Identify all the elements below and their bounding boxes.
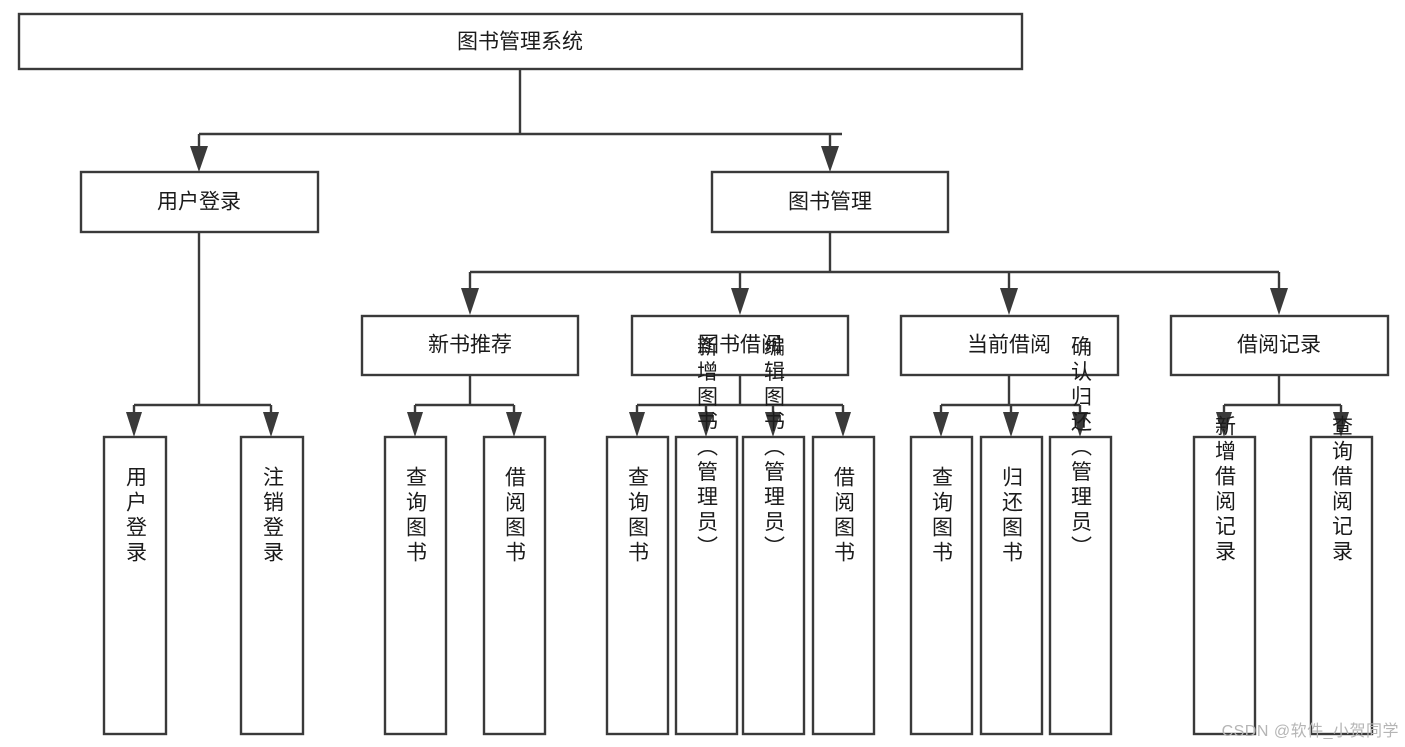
node-borrow-record[interactable]: 借阅记录	[1169, 314, 1390, 377]
leaf-node[interactable]: 新增图书（管理员）	[674, 336, 739, 736]
leaf-box-new-book-1[interactable]	[482, 435, 547, 736]
node-book-borrow-label: 图书借阅	[698, 334, 782, 357]
arrow-head-leaf-borrow-record-1	[1333, 412, 1349, 437]
arrow-head-leaf-book-borrow-1	[698, 412, 714, 437]
arrow-head-leaf-current-borrow-2	[1072, 412, 1088, 437]
connector-group-current-borrow	[933, 375, 1088, 437]
connector-group-new-book-recommend	[407, 375, 522, 437]
node-user-login[interactable]: 用户登录	[79, 170, 320, 234]
leaf-box-user-login-1[interactable]	[239, 435, 305, 736]
arrow-head-user-login	[190, 146, 208, 172]
node-book-manage[interactable]: 图书管理	[710, 170, 950, 234]
arrow-head-leaf-borrow-record-0	[1216, 412, 1232, 437]
node-current-borrow[interactable]: 当前借阅	[899, 314, 1120, 377]
arrow-head-book-borrow	[731, 288, 749, 315]
leaf-box-current-borrow-2[interactable]	[1048, 435, 1113, 736]
leaf-node[interactable]: 查询图书	[605, 435, 670, 736]
node-user-login-box[interactable]	[79, 170, 320, 234]
leaf-node[interactable]: 确认归还（管理员）	[1048, 336, 1113, 736]
arrow-head-leaf-user-login-0	[126, 412, 142, 437]
leaf-label-current-borrow-1: 归还图书	[1000, 466, 1024, 566]
node-user-login-label: 用户登录	[157, 191, 241, 214]
leaf-node[interactable]: 查询图书	[383, 435, 448, 736]
leaf-box-borrow-record-0[interactable]	[1192, 435, 1257, 736]
leaf-label-book-borrow-1: 新增图书（管理员）	[695, 336, 719, 561]
node-book-manage-label: 图书管理	[788, 191, 872, 214]
arrow-head-leaf-current-borrow-0	[933, 412, 949, 437]
leaf-label-book-borrow-3: 借阅图书	[832, 466, 856, 566]
leaf-node[interactable]: 编辑图书（管理员）	[741, 336, 806, 736]
leaf-label-user-login-0: 用户登录	[124, 466, 148, 566]
arrow-head-leaf-book-borrow-3	[835, 412, 851, 437]
leaf-box-current-borrow-0[interactable]	[909, 435, 974, 736]
arrow-head-leaf-book-borrow-2	[765, 412, 781, 437]
arrow-head-leaf-new-book-0	[407, 412, 423, 437]
node-book-borrow[interactable]: 图书借阅	[630, 314, 850, 377]
leaf-node[interactable]: 查询借阅记录	[1309, 415, 1374, 736]
arrow-head-current-borrow	[1000, 288, 1018, 315]
leaf-node[interactable]: 借阅图书	[811, 435, 876, 736]
leaf-label-new-book-0: 查询图书	[404, 466, 428, 566]
arrow-head-new-book-recommend	[461, 288, 479, 315]
node-book-borrow-box[interactable]	[630, 314, 850, 377]
arrow-head-leaf-user-login-1	[263, 412, 279, 437]
arrow-head-leaf-current-borrow-1	[1003, 412, 1019, 437]
node-current-borrow-label: 当前借阅	[967, 334, 1051, 357]
node-root[interactable]: 图书管理系统	[17, 12, 1024, 71]
leaf-box-book-borrow-3[interactable]	[811, 435, 876, 736]
connector-group-user-login	[126, 232, 279, 437]
node-borrow-record-label: 借阅记录	[1237, 334, 1321, 357]
leaf-label-current-borrow-0: 查询图书	[930, 466, 954, 566]
leaf-label-user-login-1: 注销登录	[261, 466, 285, 566]
leaf-label-current-borrow-2: 确认归还（管理员）	[1069, 336, 1093, 561]
leaf-box-new-book-0[interactable]	[383, 435, 448, 736]
leaf-node[interactable]: 借阅图书	[482, 435, 547, 736]
node-borrow-record-box[interactable]	[1169, 314, 1390, 377]
arrow-head-book-manage	[821, 146, 839, 172]
leaf-label-book-borrow-0: 查询图书	[626, 466, 650, 566]
connector-group-book-manage	[461, 232, 1288, 315]
leaf-box-current-borrow-1[interactable]	[979, 435, 1044, 736]
leaf-label-borrow-record-0: 新增借阅记录	[1213, 415, 1237, 565]
node-new-book-recommend-label: 新书推荐	[428, 334, 512, 357]
leaf-label-borrow-record-1: 查询借阅记录	[1330, 415, 1354, 565]
node-new-book-recommend[interactable]: 新书推荐	[360, 314, 580, 377]
leaf-label-new-book-1: 借阅图书	[503, 466, 527, 566]
leaf-node[interactable]: 新增借阅记录	[1192, 415, 1257, 736]
leaf-node[interactable]: 归还图书	[979, 435, 1044, 736]
leaf-node[interactable]: 查询图书	[909, 435, 974, 736]
node-new-book-recommend-box[interactable]	[360, 314, 580, 377]
connector-group-borrow-record	[1216, 375, 1349, 437]
arrow-head-leaf-book-borrow-0	[629, 412, 645, 437]
leaf-box-borrow-record-1[interactable]	[1309, 435, 1374, 736]
node-root-label: 图书管理系统	[457, 31, 583, 54]
node-root-box[interactable]	[17, 12, 1024, 71]
leaf-box-book-borrow-1[interactable]	[674, 435, 739, 736]
leaf-box-book-borrow-2[interactable]	[741, 435, 806, 736]
leaf-node[interactable]: 用户登录	[102, 435, 168, 736]
leaf-box-user-login-0[interactable]	[102, 435, 168, 736]
leaf-box-book-borrow-0[interactable]	[605, 435, 670, 736]
connector-group-book-borrow	[629, 375, 851, 437]
leaf-node[interactable]: 注销登录	[239, 435, 305, 736]
leaf-label-book-borrow-2: 编辑图书（管理员）	[762, 336, 786, 561]
node-current-borrow-box[interactable]	[899, 314, 1120, 377]
node-book-manage-box[interactable]	[710, 170, 950, 234]
connector-group-root	[190, 69, 842, 172]
arrow-head-borrow-record	[1270, 288, 1288, 315]
arrow-head-leaf-new-book-1	[506, 412, 522, 437]
